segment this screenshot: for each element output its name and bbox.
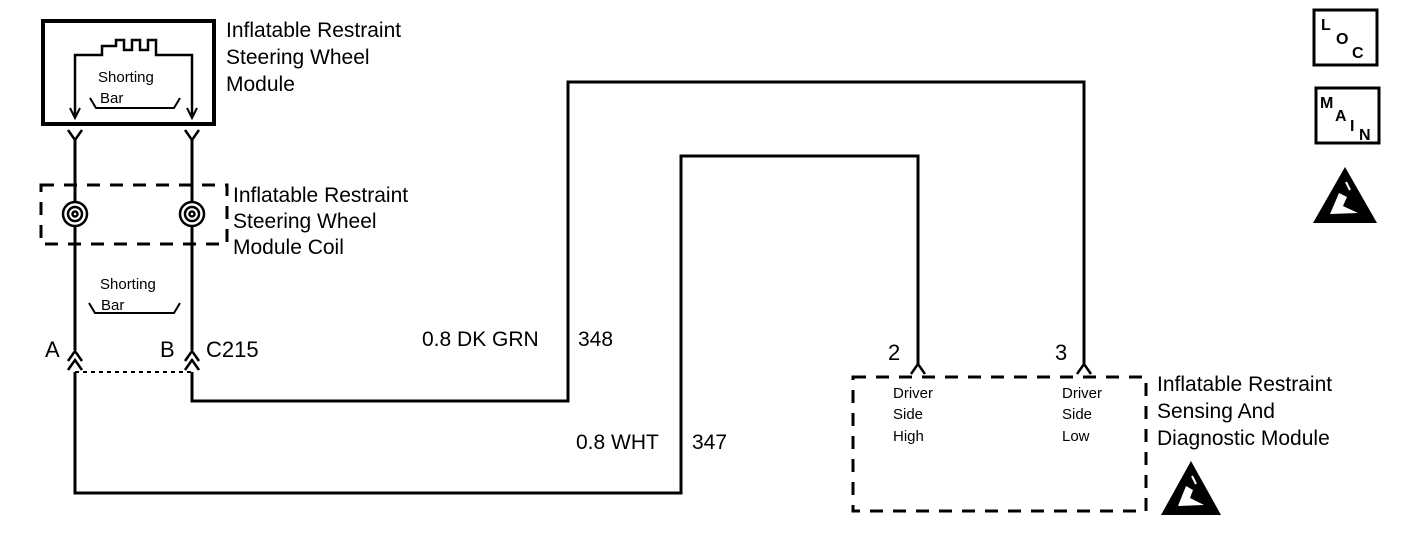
sdm-pin-high-label-1: Driver: [893, 385, 933, 402]
wire-348-dk-grn: [190, 80, 1086, 403]
sdm-label-3: Diagnostic Module: [1157, 427, 1330, 450]
coil-shorting-bar: [88, 302, 181, 314]
loc-icon-o: O: [1336, 31, 1348, 48]
module-terminals: [66, 129, 201, 143]
module-label-1: Inflatable Restraint: [226, 19, 401, 42]
sdm-box: [851, 375, 1148, 513]
coil-shorting-bar-label-1: Shorting: [100, 276, 156, 293]
coil-spiral-right-icon: [178, 200, 206, 228]
module-shorting-bar-label-2: Bar: [100, 90, 123, 107]
coil-label-1: Inflatable Restraint: [233, 184, 408, 207]
sdm-label-2: Sensing And: [1157, 400, 1275, 423]
esd-warning-icon: [1161, 461, 1221, 515]
coil-label-3: Module Coil: [233, 236, 344, 259]
sdm-pin-low-label-1: Driver: [1062, 385, 1102, 402]
steering-wheel-module: Shorting Bar: [41, 19, 216, 126]
esd-warning-icon-top: [1313, 167, 1377, 223]
coil-box: [39, 183, 229, 246]
c215-pin-a: A: [45, 337, 60, 362]
c215-connector: A B C215: [45, 337, 259, 373]
module-box: [41, 19, 216, 126]
module-label-2: Steering Wheel: [226, 46, 370, 69]
loc-icon-c: C: [1352, 45, 1364, 62]
wire-347-color-label: 0.8 WHT: [576, 431, 659, 454]
wire-348-color-label: 0.8 DK GRN: [422, 328, 539, 351]
loc-icon[interactable]: L O C: [1312, 8, 1379, 67]
sdm-pin-high-label-3: High: [893, 428, 924, 445]
coil-shorting-bar-label-2: Bar: [101, 297, 124, 314]
c215-pin-b: B: [160, 337, 175, 362]
module-shorting-bar-label-1: Shorting: [98, 69, 154, 86]
main-icon-a: A: [1335, 108, 1347, 125]
main-icon[interactable]: M A I N: [1314, 86, 1381, 145]
main-icon-m: M: [1320, 95, 1333, 112]
coil-label-2: Steering Wheel: [233, 210, 377, 233]
main-icon-n: N: [1359, 127, 1371, 144]
sdm-pin-low-label-3: Low: [1062, 428, 1090, 445]
loc-icon-l: L: [1321, 17, 1331, 34]
sdm-pin-low-label-2: Side: [1062, 406, 1092, 423]
sdm-label-1: Inflatable Restraint: [1157, 373, 1332, 396]
sdm-pin-high-label-2: Side: [893, 406, 923, 423]
main-icon-i: I: [1350, 118, 1354, 135]
wire-347-circuit-label: 347: [692, 431, 727, 454]
wire-348-circuit-label: 348: [578, 328, 613, 351]
module-shorting-bar: [73, 38, 194, 115]
sensing-diagnostic-module: 2 3 Driver Side High Driver Side Low: [851, 340, 1148, 513]
steering-wheel-module-coil: Shorting Bar: [39, 183, 229, 314]
sdm-pin-3: 3: [1055, 340, 1067, 365]
sdm-pin-2: 2: [888, 340, 900, 365]
module-label-3: Module: [226, 73, 295, 96]
wire-347-wht: [73, 154, 920, 495]
coil-spiral-left-icon: [61, 200, 89, 228]
c215-name: C215: [206, 337, 259, 362]
